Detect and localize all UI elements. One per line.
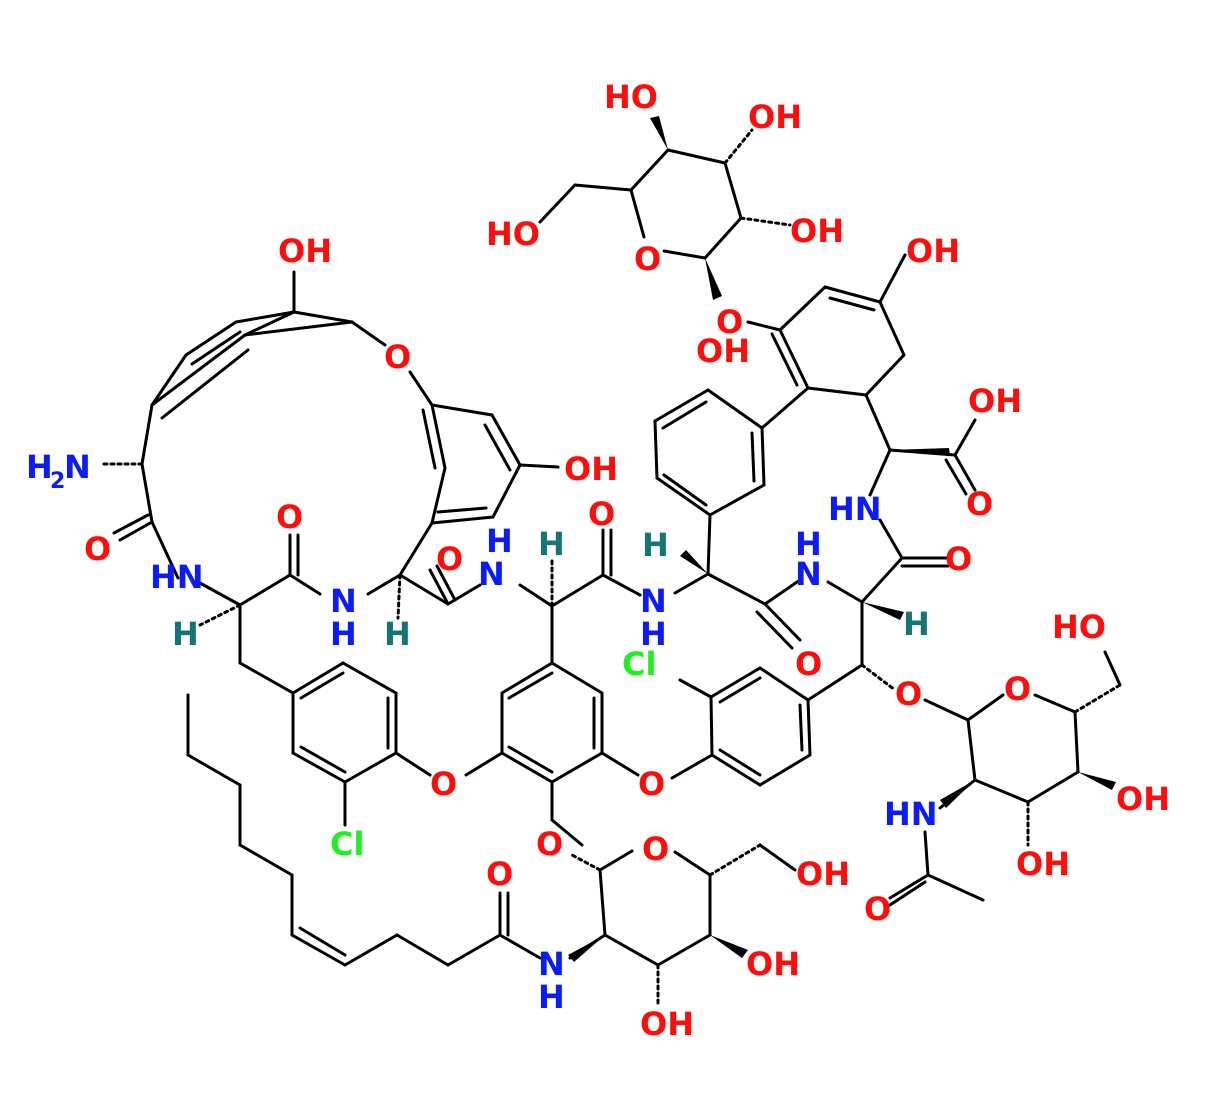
atom-nitrogen-label: H — [486, 522, 513, 560]
atom-oxygen-label: OH — [796, 855, 850, 893]
atom-oxygen-label: HO — [1052, 608, 1106, 646]
atom-nitrogen-label: HN — [884, 795, 938, 833]
atom-oxygen-label: HO — [486, 215, 540, 253]
atom-oxygen-label: OH — [790, 212, 844, 250]
atom-nitrogen-label: N — [795, 555, 822, 593]
atom-oxygen-label: O — [84, 530, 111, 568]
atom-oxygen-label: O — [436, 540, 463, 578]
atom-chlorine-label: Cl — [330, 825, 364, 863]
atom-oxygen-label: O — [638, 765, 665, 803]
atom-oxygen-label: O — [486, 855, 513, 893]
atom-oxygen-label: O — [634, 240, 661, 278]
atom-oxygen-label: O — [795, 645, 822, 683]
atom-chlorine-label: Cl — [622, 645, 656, 683]
atom-nitrogen-label: H — [538, 978, 565, 1016]
atom-nitrogen-label: H — [640, 615, 667, 653]
atom-oxygen-label: O — [966, 485, 993, 523]
atom-hydrogen-label: H — [903, 605, 930, 643]
atom-nitrogen-label: HN — [828, 490, 882, 528]
atom-hydrogen-label: H — [538, 525, 565, 563]
atom-oxygen-label: OH — [640, 1005, 694, 1043]
atom-oxygen-label: O — [895, 675, 922, 713]
atom-nitrogen-label: N — [478, 555, 505, 593]
atom-oxygen-label: O — [716, 303, 743, 341]
atom-hydrogen-label: H — [384, 615, 411, 653]
atom-nitrogen-label: HN — [150, 558, 204, 596]
atom-hydrogen-label: H — [642, 526, 669, 564]
atom-nitrogen-label: H — [795, 525, 822, 563]
atom-oxygen-label: O — [1004, 670, 1031, 708]
atom-oxygen-label: O — [945, 540, 972, 578]
atom-oxygen-label: OH — [696, 332, 750, 370]
atom-hydrogen-label: H — [172, 615, 199, 653]
atom-oxygen-label: OH — [278, 232, 332, 270]
atom-nitrogen-label: N — [330, 582, 357, 620]
atom-nitrogen-label: 2 — [50, 469, 65, 494]
atom-oxygen-label: O — [276, 498, 303, 536]
atom-oxygen-label: OH — [748, 98, 802, 136]
atom-label-layer: HO OH HO OH O O OH OH OH O OH O OH H 2 N… — [26, 78, 1170, 1043]
atom-oxygen-label: O — [430, 765, 457, 803]
atom-nitrogen-label: N — [538, 945, 565, 983]
atom-oxygen-label: OH — [564, 450, 618, 488]
atom-nitrogen-label: N — [640, 582, 667, 620]
atom-oxygen-label: O — [588, 495, 615, 533]
atom-oxygen-label: OH — [1116, 780, 1170, 818]
atom-oxygen-label: O — [384, 338, 411, 376]
atom-oxygen-label: OH — [906, 232, 960, 270]
atom-oxygen-label: OH — [746, 945, 800, 983]
atom-oxygen-label: O — [536, 825, 563, 863]
wedge-bond-layer — [568, 116, 1116, 962]
atom-nitrogen-label: N — [64, 448, 91, 486]
atom-oxygen-label: O — [642, 830, 669, 868]
atom-oxygen-label: OH — [1016, 845, 1070, 883]
atom-oxygen-label: HO — [604, 78, 658, 116]
atom-nitrogen-label: H — [26, 448, 53, 486]
atom-oxygen-label: O — [864, 890, 891, 928]
atom-oxygen-label: OH — [968, 382, 1022, 420]
atom-nitrogen-label: H — [330, 615, 357, 653]
